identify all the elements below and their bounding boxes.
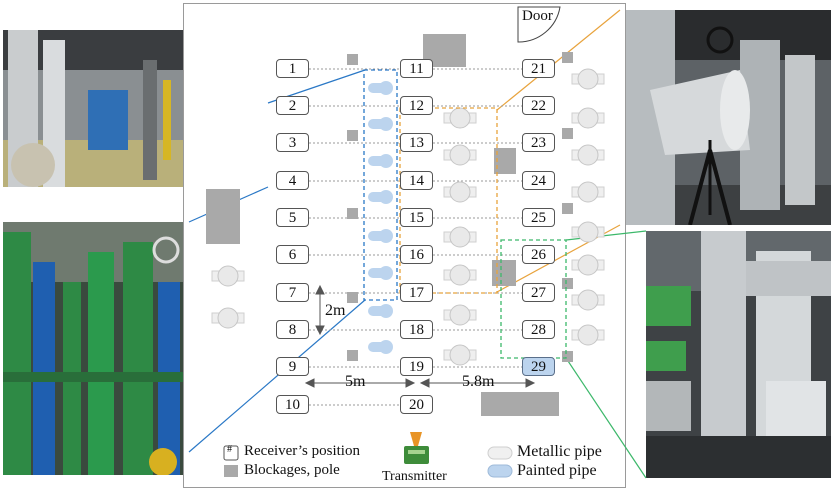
- blockage-pole: [562, 203, 573, 214]
- blockage-box: [206, 189, 240, 244]
- receiver-5: 5: [276, 208, 309, 227]
- transmitter-icon: [404, 432, 429, 464]
- metallic-pipe: [443, 226, 477, 248]
- receiver-13: 13: [400, 133, 433, 152]
- receiver-29: 29: [522, 357, 555, 376]
- metallic-pipe: [571, 181, 605, 203]
- receiver-28: 28: [522, 320, 555, 339]
- receiver-15: 15: [400, 208, 433, 227]
- dimension-right-span: 5.8m: [462, 373, 495, 390]
- receiver-18: 18: [400, 320, 433, 339]
- metallic-pipe: [571, 144, 605, 166]
- receiver-16: 16: [400, 245, 433, 264]
- receiver-4: 4: [276, 171, 309, 190]
- blockage-pole: [347, 208, 358, 219]
- receiver-26: 26: [522, 245, 555, 264]
- painted-pipe: [368, 229, 393, 243]
- metallic-pipe: [443, 304, 477, 326]
- legend-receiver-symbol: #: [227, 444, 232, 455]
- receiver-9: 9: [276, 357, 309, 376]
- photo-top-right-measurement-setup: [620, 10, 831, 225]
- photo-bottom-left-green-pipes: [3, 222, 189, 475]
- photo-bottom-right-silver-pipes: [646, 231, 831, 478]
- receiver-6: 6: [276, 245, 309, 264]
- receiver-7: 7: [276, 283, 309, 302]
- dimension-left-span: 5m: [345, 373, 366, 390]
- painted-pipe: [368, 154, 393, 168]
- region-orange: [399, 107, 498, 294]
- painted-pipe: [368, 190, 393, 204]
- painted-pipe: [368, 304, 393, 318]
- metallic-pipe: [571, 324, 605, 346]
- receiver-25: 25: [522, 208, 555, 227]
- blockage-box: [492, 260, 516, 286]
- receiver-1: 1: [276, 59, 309, 78]
- painted-pipe: [368, 340, 393, 354]
- leader-line-green-top: [565, 230, 647, 241]
- receiver-20: 20: [400, 395, 433, 414]
- receiver-2: 2: [276, 96, 309, 115]
- metallic-pipe: [211, 265, 245, 287]
- receiver-23: 23: [522, 133, 555, 152]
- receiver-10: 10: [276, 395, 309, 414]
- receiver-11: 11: [400, 59, 433, 78]
- region-blue: [363, 69, 398, 301]
- leader-line-blue-bottom: [188, 299, 366, 453]
- metallic-pipe: [571, 289, 605, 311]
- metallic-pipe: [443, 144, 477, 166]
- receiver-3: 3: [276, 133, 309, 152]
- blockage-pole: [347, 130, 358, 141]
- metallic-pipe: [571, 68, 605, 90]
- blockage-pole: [562, 351, 573, 362]
- legend-painted-label: Painted pipe: [517, 462, 597, 479]
- dimension-vertical: 2m: [325, 302, 346, 319]
- blockage-pole: [562, 128, 573, 139]
- door-label: Door: [522, 8, 553, 24]
- metallic-pipe: [443, 344, 477, 366]
- metallic-pipe: [571, 107, 605, 129]
- blockage-pole: [347, 350, 358, 361]
- blockage-pole: [562, 278, 573, 289]
- receiver-27: 27: [522, 283, 555, 302]
- legend-receiver-icon: [223, 445, 239, 461]
- blockage-pole: [562, 52, 573, 63]
- leader-line-green-bottom: [565, 357, 647, 479]
- legend-painted-icon: [487, 464, 513, 478]
- receiver-21: 21: [522, 59, 555, 78]
- receiver-17: 17: [400, 283, 433, 302]
- metallic-pipe: [571, 221, 605, 243]
- door-icon: [517, 6, 561, 43]
- painted-pipe: [368, 81, 393, 95]
- legend-metallic-icon: [487, 446, 513, 460]
- painted-pipe: [368, 266, 393, 280]
- metallic-pipe: [211, 307, 245, 329]
- receiver-22: 22: [522, 96, 555, 115]
- receiver-24: 24: [522, 171, 555, 190]
- receiver-8: 8: [276, 320, 309, 339]
- metallic-pipe: [443, 264, 477, 286]
- blockage-pole: [347, 54, 358, 65]
- metallic-pipe: [571, 254, 605, 276]
- legend-receiver-label: Receiver’s position: [244, 443, 360, 459]
- painted-pipe: [368, 117, 393, 131]
- receiver-19: 19: [400, 357, 433, 376]
- legend-blockage-icon: [224, 465, 238, 477]
- receiver-14: 14: [400, 171, 433, 190]
- leader-line-orange-top: [496, 9, 621, 111]
- blockage-pole: [347, 292, 358, 303]
- metallic-pipe: [443, 181, 477, 203]
- legend-blockage-label: Blockages, pole: [244, 462, 340, 478]
- metallic-pipe: [443, 107, 477, 129]
- transmitter-label: Transmitter: [382, 469, 447, 484]
- blockage-box: [481, 392, 559, 416]
- legend-metallic-label: Metallic pipe: [517, 443, 602, 460]
- blockage-box: [494, 148, 516, 174]
- receiver-12: 12: [400, 96, 433, 115]
